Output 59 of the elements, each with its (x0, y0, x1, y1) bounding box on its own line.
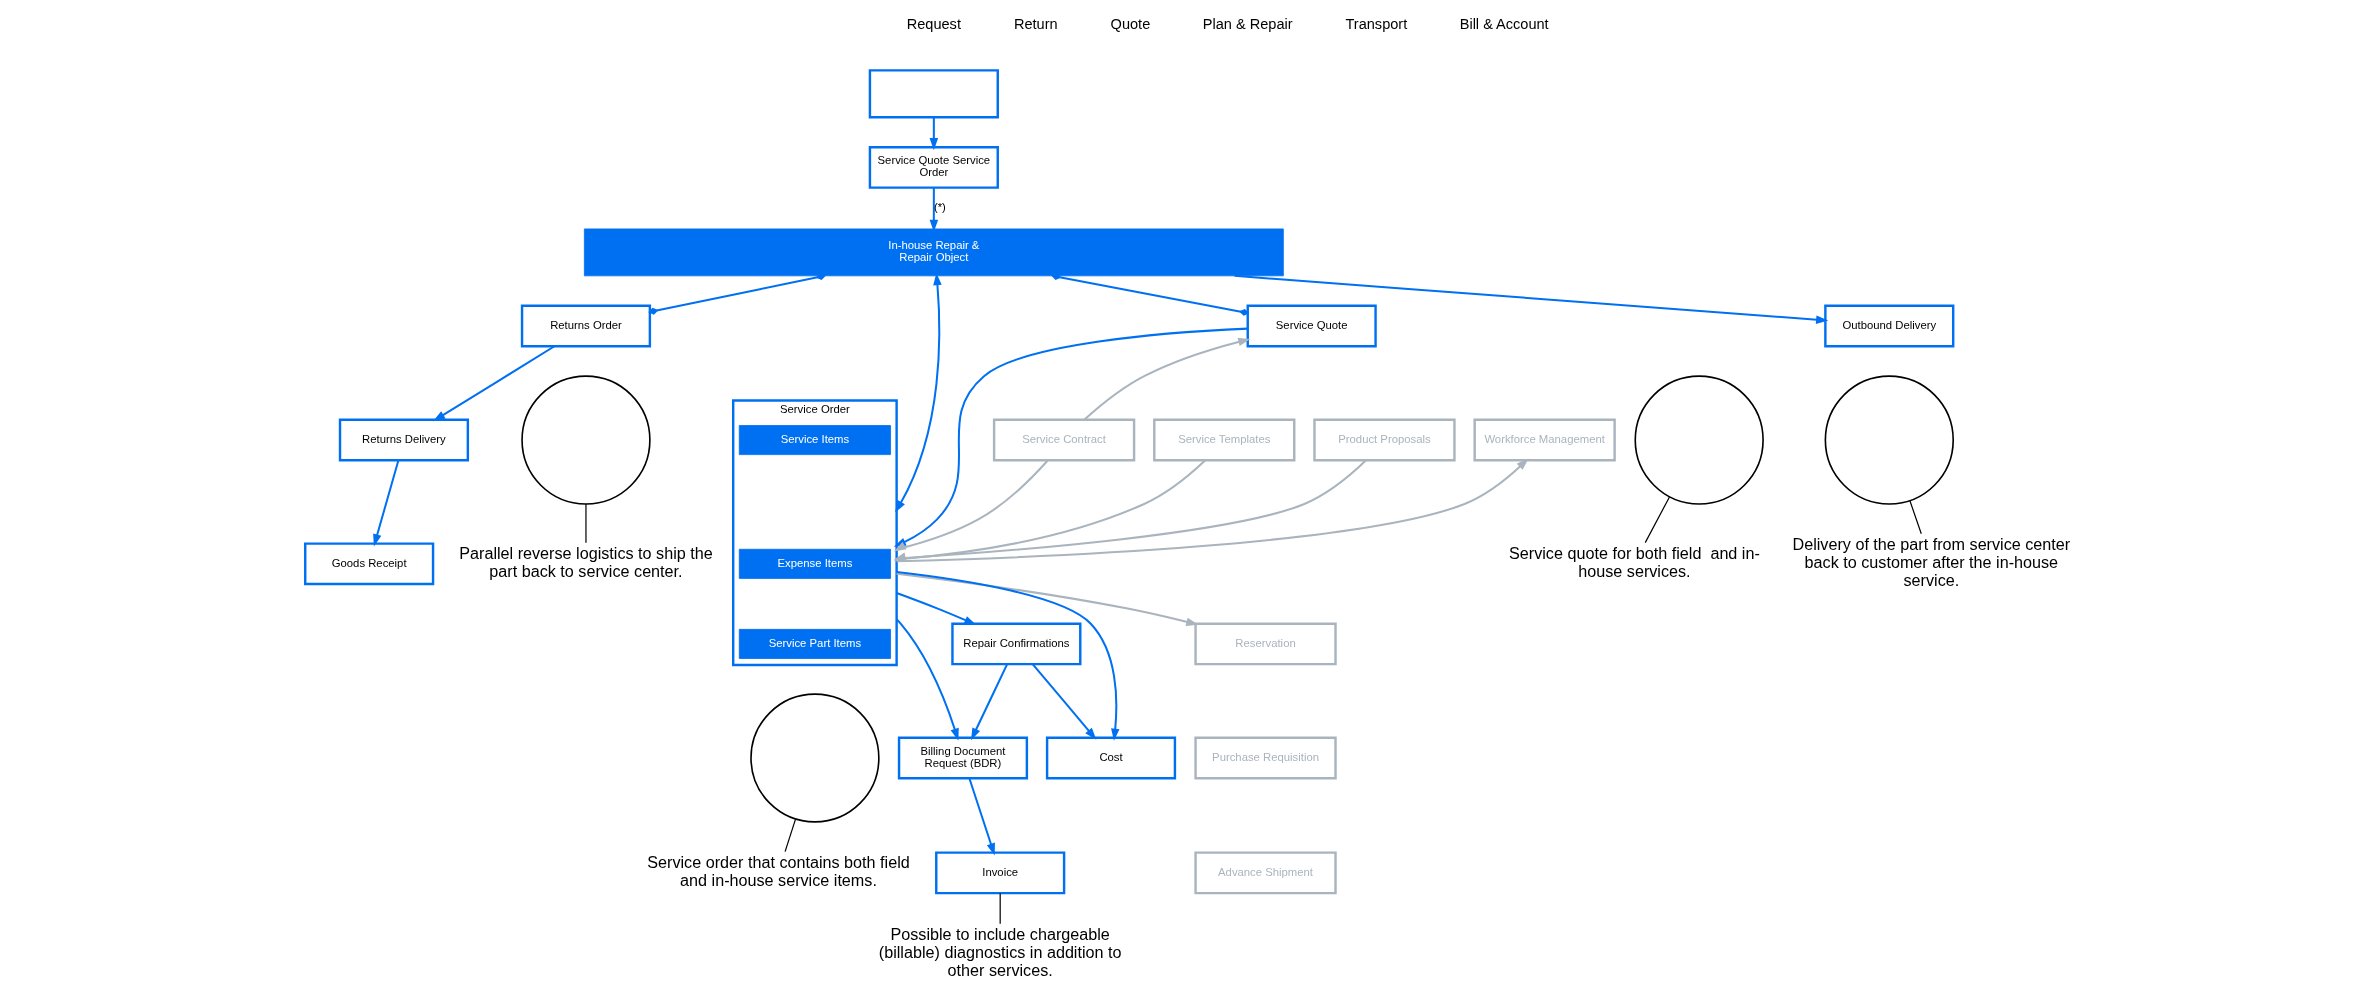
arrow (967, 777, 995, 856)
arrow (929, 187, 938, 232)
node-box: Returns Order (520, 304, 651, 348)
node-box: Service Quote (1246, 304, 1377, 348)
connector (1050, 273, 1249, 316)
arrow (1031, 663, 1096, 740)
node-circle (520, 375, 651, 505)
node-box: Service Templates (1152, 418, 1295, 462)
node-box: Reservation (1193, 622, 1337, 666)
label: Plan & Repair (1202, 16, 1293, 33)
arrow (896, 458, 1528, 563)
node-box: Workforce Management (1472, 418, 1616, 462)
arrow (432, 345, 555, 422)
node-text: Parallel reverse logistics to ship the part back to service center. (458, 543, 713, 580)
node-box: Cost (1045, 736, 1176, 780)
node-box (868, 69, 999, 119)
arrow (895, 618, 959, 741)
node-circle (1633, 375, 1764, 505)
connector (647, 273, 826, 315)
arrow (896, 572, 1198, 626)
connector (584, 503, 587, 544)
arrow (1233, 274, 1828, 324)
node-box: Service Part Items (738, 628, 891, 659)
node-box: Advance Shipment (1193, 851, 1337, 895)
arrow (372, 460, 399, 547)
connector (1908, 500, 1922, 535)
arrow (894, 272, 942, 513)
node-box: Goods Receipt (303, 542, 434, 586)
node-text: Delivery of the part from service center back to customer after the in-house service. (1792, 535, 2070, 589)
arrow (896, 570, 1119, 741)
node-text: Possible to include chargeable (billable) diagnostics in addition to other services. (878, 925, 1122, 979)
node-box: In-house Repair & Repair Object (583, 228, 1284, 277)
node-box: Service Items (738, 425, 891, 456)
node-box: Service Contract (992, 418, 1135, 462)
node-text: Service order that contains both field and in-house service items. (646, 853, 910, 889)
node-box: Service Quote Service Order (868, 146, 999, 189)
node-box: Repair Confirmations (950, 622, 1081, 666)
connector (1644, 496, 1670, 544)
node-circle (1824, 375, 1954, 505)
node-text: Service quote for both field and in-house services. (1508, 543, 1760, 580)
arrow (970, 663, 1008, 741)
arrow (895, 592, 976, 625)
node-box: Product Proposals (1312, 418, 1456, 462)
node-box: Invoice (934, 851, 1065, 895)
arrow (1083, 337, 1250, 421)
connector (784, 818, 796, 853)
node-circle (749, 693, 880, 823)
label: Bill & Account (1459, 16, 1549, 33)
node-box: Expense Items (738, 548, 891, 579)
node-box: Billing Document Request (BDR) (897, 736, 1028, 780)
label: Quote (1110, 16, 1150, 33)
label: Return (1013, 16, 1058, 33)
label: Transport (1345, 16, 1407, 33)
label: Request (906, 16, 961, 33)
node-box: Outbound Delivery (1823, 304, 1954, 348)
node-box: Purchase Requisition (1193, 736, 1337, 780)
node-box: Returns Delivery (338, 418, 469, 462)
arrow (929, 117, 938, 151)
connector (999, 892, 1001, 925)
